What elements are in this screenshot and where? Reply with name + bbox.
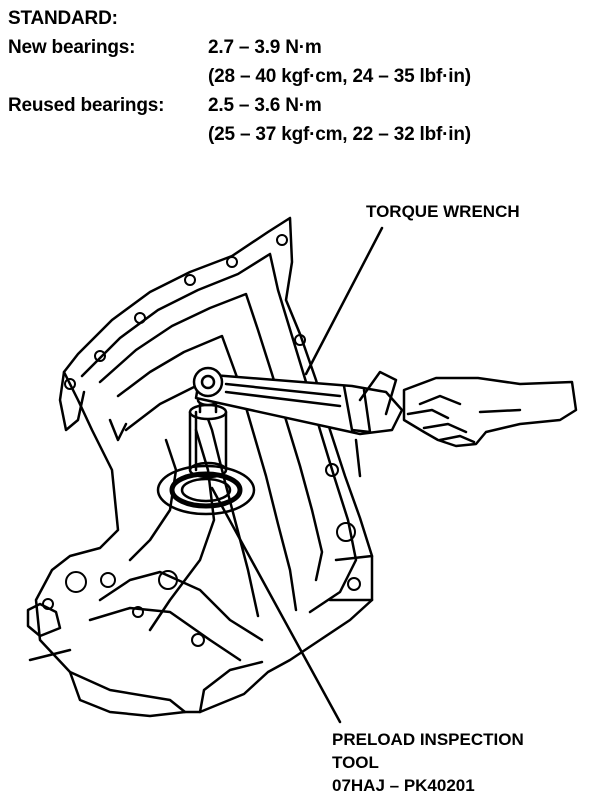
torque-wrench-leader-line <box>304 226 384 376</box>
spec-heading: STANDARD: <box>8 8 118 29</box>
tool-leader-line <box>210 486 342 724</box>
tool-label-line2: TOOL <box>332 753 379 772</box>
preload-inspection-tool <box>188 393 228 479</box>
new-bearings-label: New bearings: <box>8 37 136 58</box>
bearing-bore <box>156 464 256 516</box>
hand <box>402 376 578 448</box>
torque-wrench-label: TORQUE WRENCH <box>366 202 520 221</box>
reused-bearings-alt-units: (25 – 37 kgf·cm, 22 – 32 lbf·in) <box>208 124 471 145</box>
tool-part-number: 07HAJ – PK40201 <box>332 776 475 795</box>
flange-bolt-holes <box>42 234 361 647</box>
new-bearings-alt-units: (28 – 40 kgf·cm, 24 – 35 lbf·in) <box>208 66 471 87</box>
reused-bearings-label: Reused bearings: <box>8 95 165 116</box>
torque-wrench <box>192 366 404 478</box>
new-bearings-value: 2.7 – 3.9 N·m <box>208 37 322 58</box>
reused-bearings-value: 2.5 – 3.6 N·m <box>208 95 322 116</box>
tool-label-line1: PRELOAD INSPECTION <box>332 730 524 749</box>
